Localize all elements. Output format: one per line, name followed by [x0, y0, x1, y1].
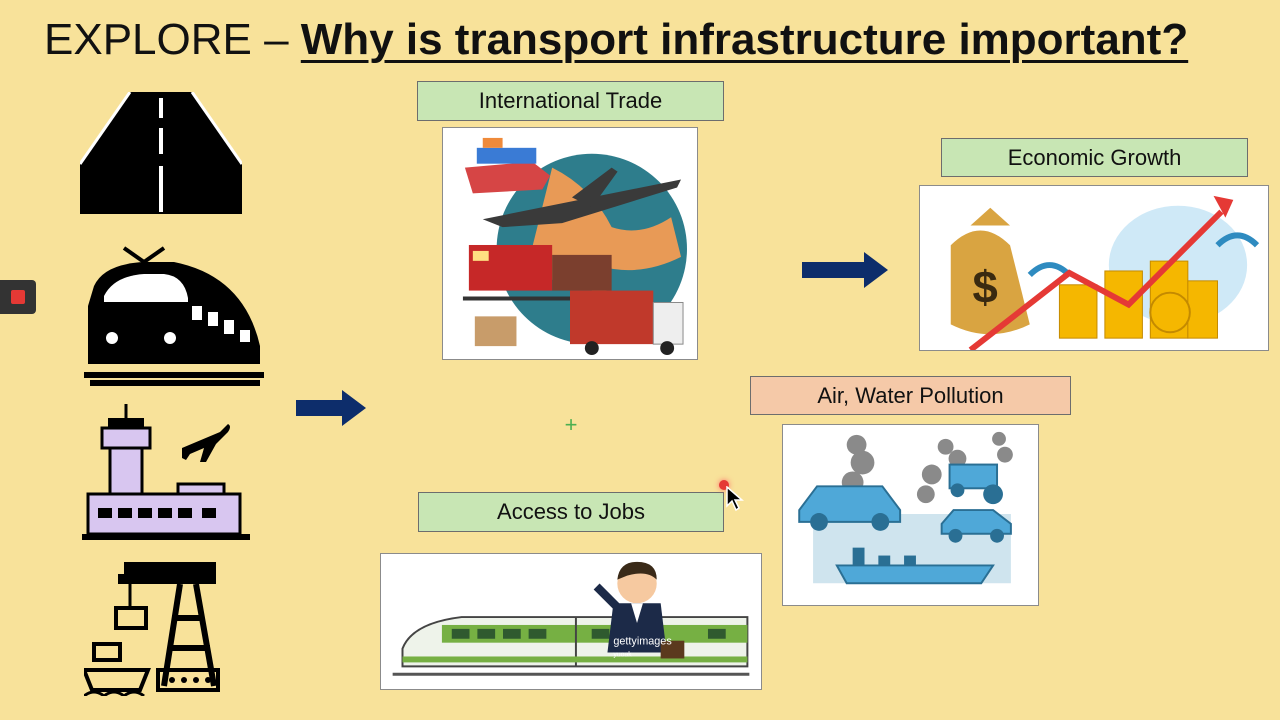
access-to-jobs-image: gettyimages yuoak — [380, 553, 762, 690]
title-prefix: EXPLORE – — [44, 15, 301, 64]
arrow-right-icon — [802, 252, 888, 288]
watermark-credit: yuoak — [613, 651, 632, 658]
stop-recording-icon — [11, 290, 25, 304]
arrow-right-icon — [296, 390, 366, 426]
road-icon — [80, 92, 242, 214]
title-question: Why is transport infrastructure importan… — [300, 15, 1189, 64]
crosshair-icon: + — [564, 412, 578, 437]
port-crane-icon — [84, 562, 220, 696]
air-water-pollution-image — [782, 424, 1039, 606]
dollar-sign-glyph: $ — [972, 262, 997, 313]
access-to-jobs-label: Access to Jobs — [418, 492, 724, 532]
economic-growth-label: Economic Growth — [941, 138, 1248, 177]
international-trade-image — [442, 127, 698, 360]
mouse-cursor-icon — [726, 486, 744, 512]
laser-pointer-icon — [719, 480, 729, 490]
stop-recording-button[interactable] — [0, 280, 36, 314]
train-icon — [84, 246, 264, 386]
air-water-pollution-label: Air, Water Pollution — [750, 376, 1071, 415]
international-trade-label: International Trade — [417, 81, 724, 121]
economic-growth-image: $ — [919, 185, 1269, 351]
airport-icon — [82, 404, 250, 540]
slide-title: EXPLORE – Why is transport infrastructur… — [44, 12, 1188, 68]
watermark-brand: gettyimages — [613, 636, 672, 648]
